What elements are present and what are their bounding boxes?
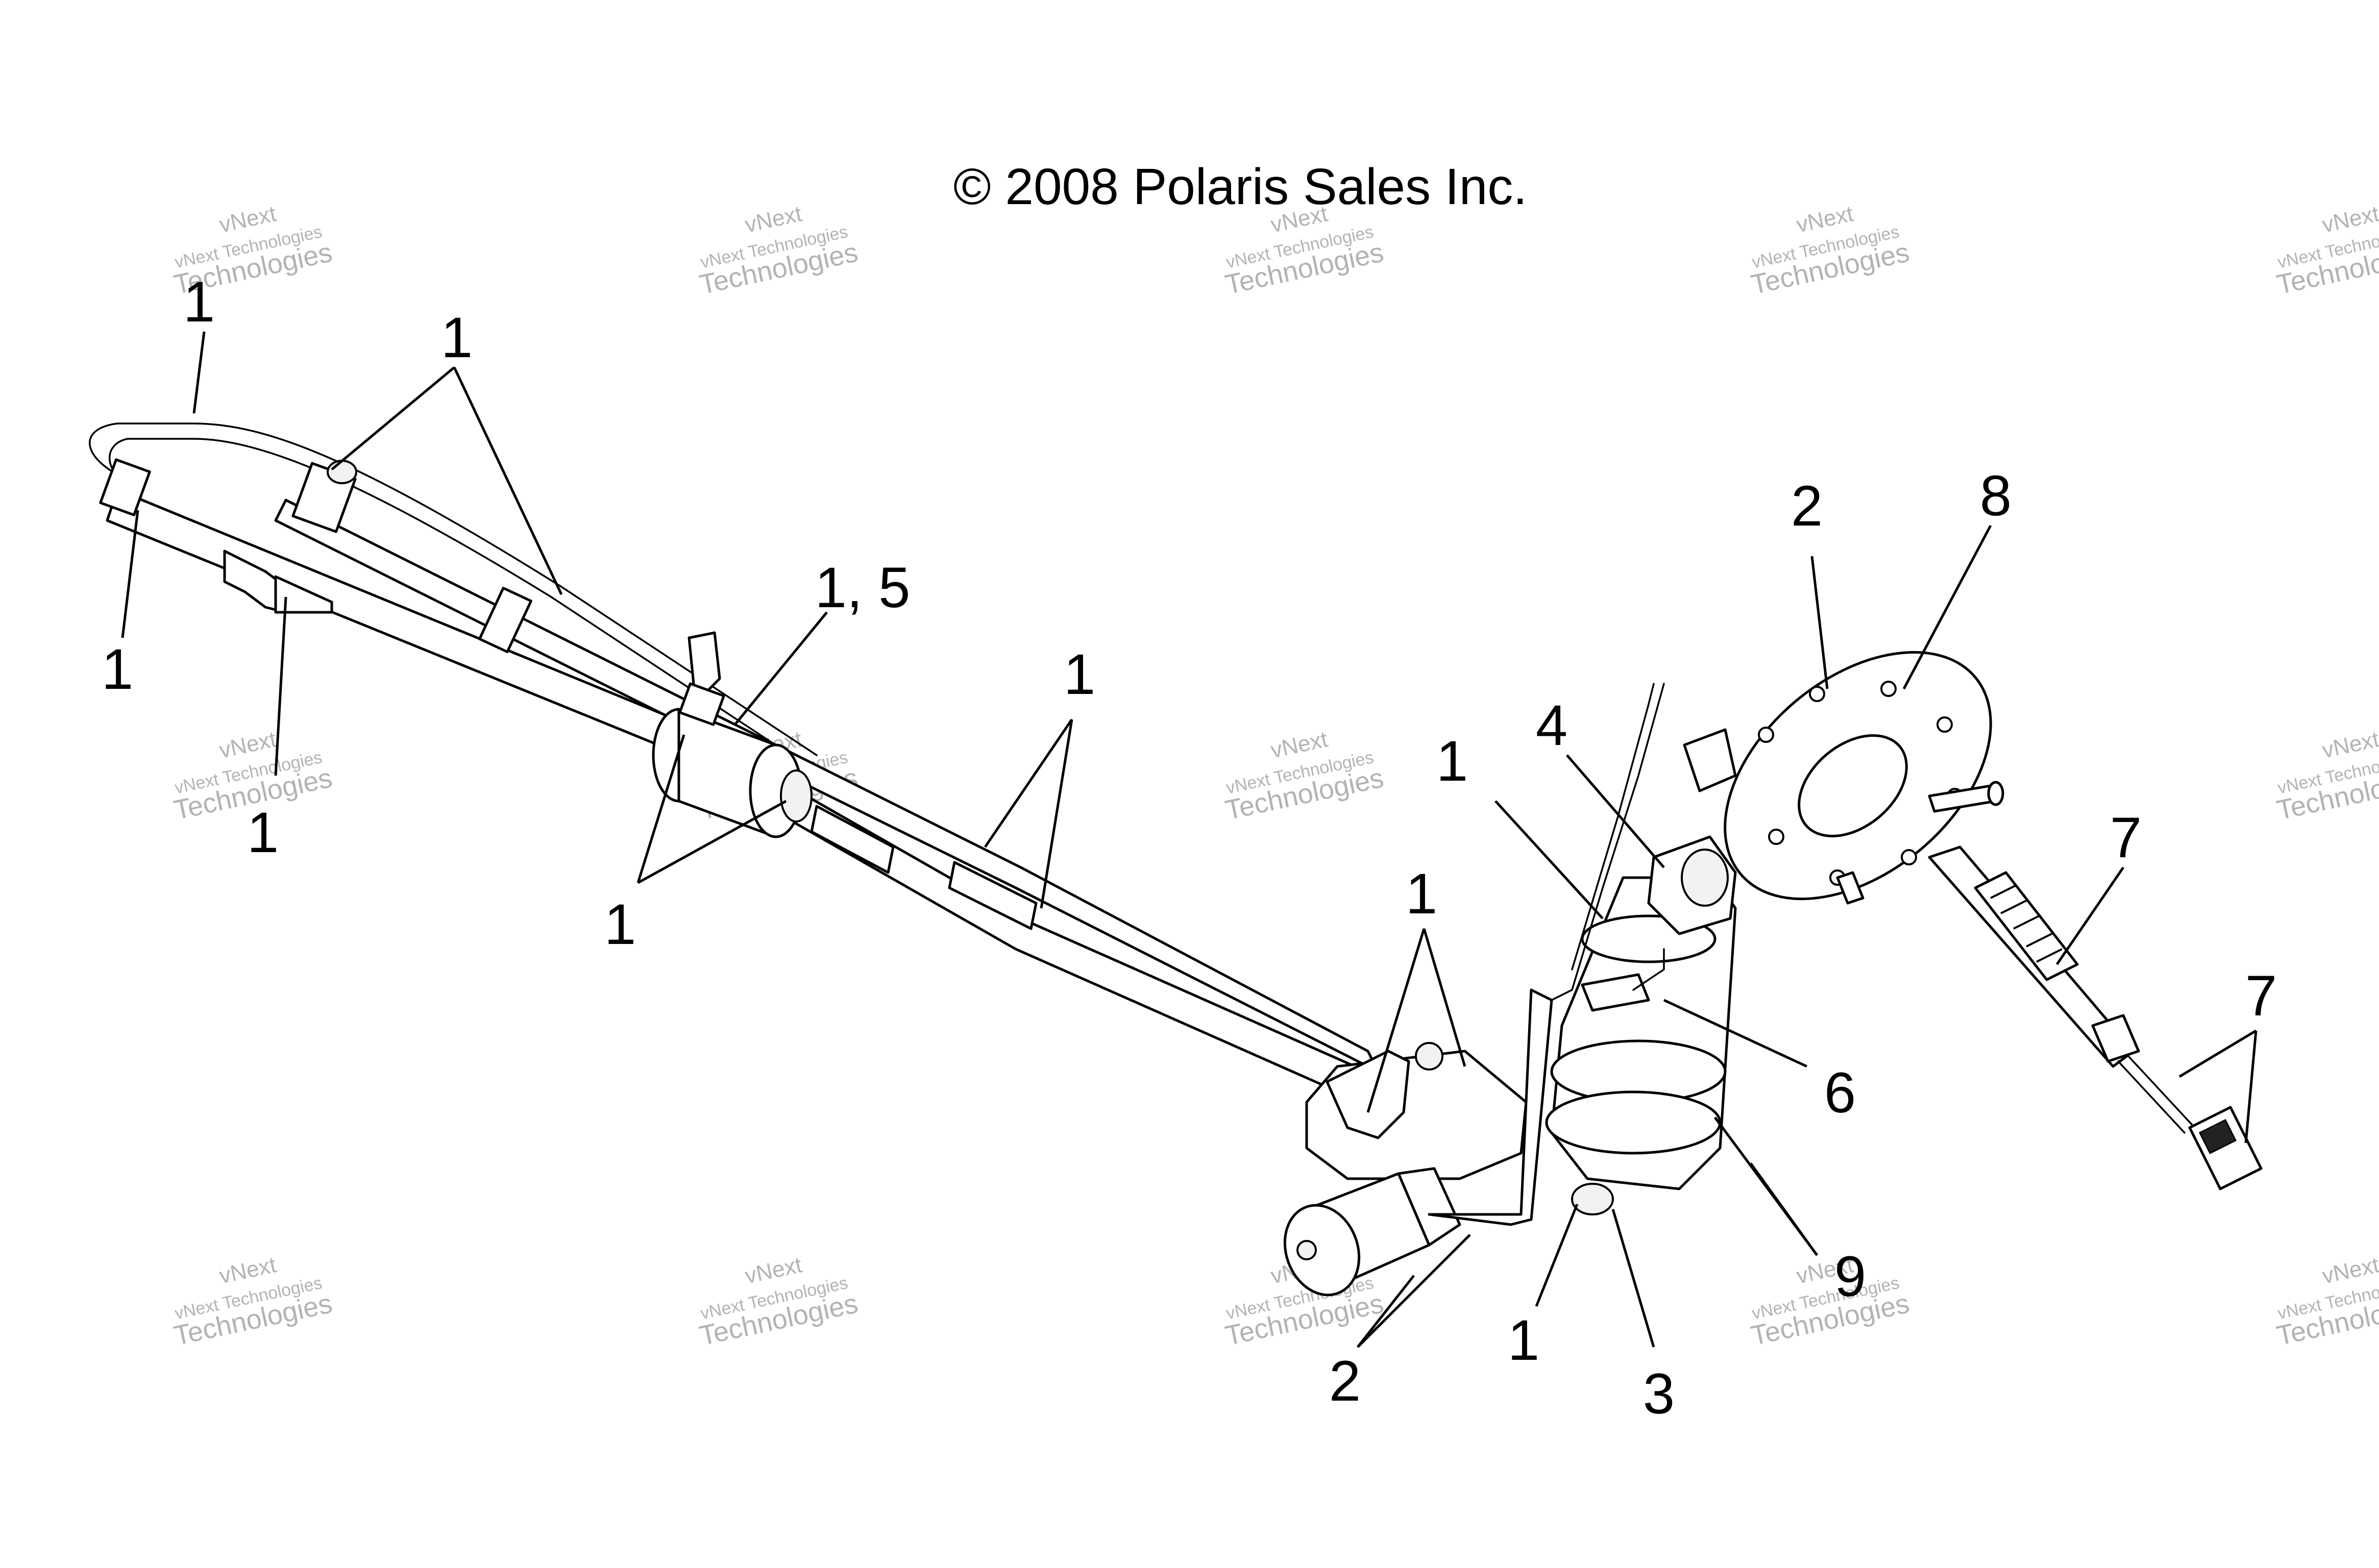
regulator-housing bbox=[1305, 1050, 1528, 1180]
watermark-text: vNext bbox=[2320, 1252, 2379, 1288]
harness-wires bbox=[2117, 1055, 2196, 1134]
pump-support-rod bbox=[1551, 683, 1665, 1001]
callout-label: 2 bbox=[1791, 474, 1823, 538]
callout-label: 1 bbox=[441, 306, 473, 369]
level-sender-float bbox=[1581, 973, 1650, 1012]
fuel-line-assembly bbox=[89, 422, 2263, 1297]
flange-outlet-nipple-1 bbox=[1836, 871, 1865, 905]
flange-outlet-cap bbox=[1987, 781, 2004, 806]
watermark-text: vNext bbox=[1794, 201, 1855, 237]
pump-flange-inner bbox=[1798, 734, 1908, 838]
hose-sleeve-2 bbox=[948, 861, 1038, 930]
pump-motor-end bbox=[1283, 1204, 1361, 1297]
pump-support-rod-2 bbox=[1571, 683, 1655, 970]
regulator-bolt bbox=[1415, 1042, 1443, 1071]
callout-label: 6 bbox=[1824, 1061, 1856, 1125]
callout-label: 1 bbox=[1064, 642, 1095, 706]
pump-outlet-fitting bbox=[1571, 1183, 1614, 1215]
leader-lines bbox=[121, 331, 2258, 1348]
hose-sleeve-1 bbox=[810, 805, 895, 874]
callout-label: 9 bbox=[1834, 1245, 1866, 1308]
watermark-text: vNext bbox=[743, 1252, 804, 1288]
callout-label: 4 bbox=[1536, 693, 1567, 757]
pump-motor-shaft bbox=[1296, 1240, 1317, 1260]
callout-label: 1 bbox=[1508, 1308, 1539, 1372]
watermark-text: vNext bbox=[743, 201, 804, 237]
mid-hose-clamp bbox=[478, 586, 532, 654]
callout-label: 3 bbox=[1643, 1362, 1675, 1426]
watermark-text: vNext bbox=[217, 727, 278, 763]
callout-label: 1 bbox=[102, 637, 133, 701]
vent-line-inner bbox=[109, 438, 807, 766]
electrical-connector bbox=[2188, 1106, 2263, 1190]
callout-label: 1 bbox=[604, 892, 636, 956]
vent-line bbox=[89, 422, 818, 756]
callout-label: 2 bbox=[1329, 1349, 1361, 1413]
callout-label: 1, 5 bbox=[815, 556, 911, 619]
upper-regulator-fitting bbox=[1681, 849, 1729, 907]
hose-mount bbox=[274, 575, 333, 614]
callout-label: 1 bbox=[183, 270, 215, 334]
pump-strainer-low bbox=[1545, 1090, 1722, 1155]
watermark-text: vNext bbox=[2320, 201, 2379, 237]
pump-top-connector bbox=[1683, 728, 1737, 792]
watermark-text: vNext bbox=[1268, 727, 1330, 763]
watermark-text: vNext bbox=[217, 201, 278, 237]
watermark-text: vNext bbox=[2320, 727, 2379, 763]
callout-label: 7 bbox=[2245, 964, 2277, 1028]
callout-label: 1 bbox=[247, 801, 279, 864]
harness-boot bbox=[2091, 1014, 2140, 1063]
callout-label: 8 bbox=[1980, 464, 2012, 528]
clip-collar bbox=[678, 682, 725, 726]
callout-labels: 1 1 1 1 1, 5 1 1 2 8 1 4 1 7 7 6 9 2 1 3 bbox=[102, 270, 2277, 1426]
callout-label: 1 bbox=[1436, 729, 1468, 793]
watermark-text: vNext bbox=[217, 1252, 278, 1288]
harness-sleeve-rings bbox=[1990, 884, 2063, 963]
regulator-bracket bbox=[1326, 1050, 1410, 1139]
callout-label: 7 bbox=[2110, 806, 2142, 869]
callout-label: 1 bbox=[1406, 862, 1437, 926]
connector-latch bbox=[2198, 1118, 2237, 1155]
harness-sleeve bbox=[1974, 871, 2079, 981]
left-hose-clamp bbox=[99, 458, 151, 516]
copyright-text: © 2008 Polaris Sales Inc. bbox=[953, 158, 1527, 215]
pump-motor-cap bbox=[1397, 1167, 1461, 1247]
inline-filter-fitting bbox=[780, 769, 813, 823]
quick-connect-clip bbox=[688, 631, 721, 695]
float-arm bbox=[1632, 948, 1665, 991]
clamp-bolt bbox=[327, 460, 357, 484]
